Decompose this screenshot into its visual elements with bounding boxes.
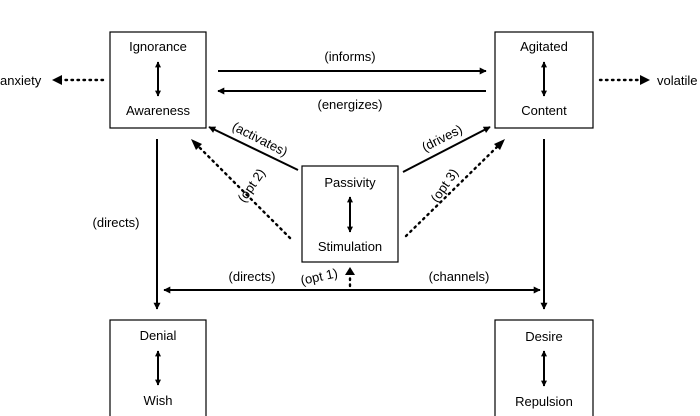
edge-activates (208, 126, 299, 171)
node-top-label: Agitated (520, 39, 568, 54)
node-top-label: Passivity (324, 175, 376, 190)
edge-opt3 (404, 144, 500, 238)
edge-label-activates: (activates) (230, 119, 290, 160)
edge-drives (402, 126, 491, 173)
edge-label-opt1: (opt 1) (299, 265, 339, 287)
arrowhead (52, 75, 62, 85)
node-bottom-label: Content (521, 103, 567, 118)
edge-label-drives: (drives) (419, 121, 464, 154)
edge-label-channels: (channels) (429, 269, 490, 284)
outer-label-right: volatile (657, 73, 697, 88)
node-top-label: Ignorance (129, 39, 187, 54)
node-top-label: Denial (140, 328, 177, 343)
edge-label-directs-vertical: (directs) (93, 215, 140, 230)
node-passivity-stimulation: Passivity Stimulation (301, 165, 399, 263)
arrowhead (345, 267, 355, 275)
outer-label-left: anxiety (0, 73, 42, 88)
arrowhead (640, 75, 650, 85)
arrowhead (494, 139, 505, 150)
node-top-label: Desire (525, 329, 563, 344)
node-ignorance-awareness: Ignorance Awareness (109, 31, 207, 129)
node-agitated-content: Agitated Content (494, 31, 594, 129)
edge-label-directs-horizontal: (directs) (229, 269, 276, 284)
node-bottom-label: Repulsion (515, 394, 573, 409)
node-bottom-label: Awareness (126, 103, 191, 118)
edge-label-informs: (informs) (324, 49, 375, 64)
node-bottom-label: Wish (144, 393, 173, 408)
node-denial-wish: Denial Wish (109, 319, 207, 416)
node-bottom-label: Stimulation (318, 239, 382, 254)
node-desire-repulsion: Desire Repulsion (494, 319, 594, 416)
arrowhead (191, 139, 202, 150)
edge-label-energizes: (energizes) (317, 97, 382, 112)
edge-opt2 (196, 144, 292, 240)
